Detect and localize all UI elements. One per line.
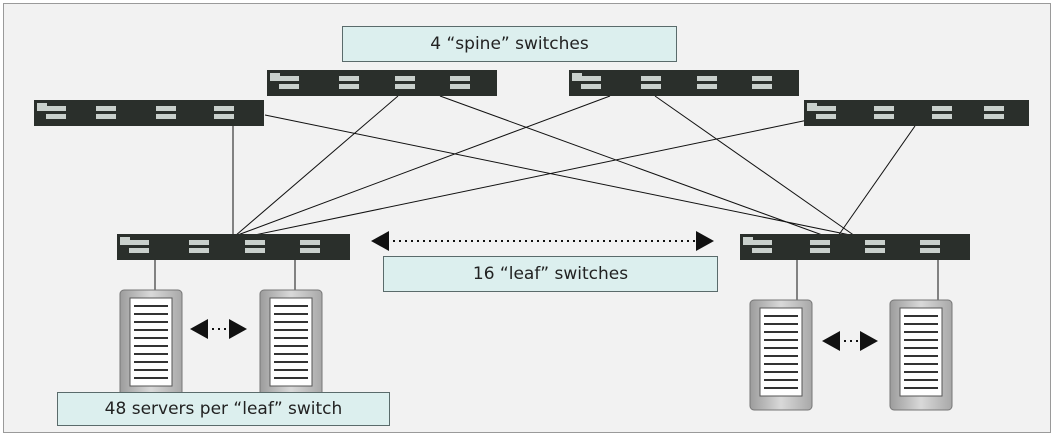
server-tower-icon bbox=[889, 299, 953, 411]
leaf-label: 16 “leaf” switches bbox=[383, 256, 718, 292]
link-s3-l2 bbox=[654, 95, 856, 237]
server-tower-icon bbox=[119, 289, 183, 401]
link-s2-l2 bbox=[439, 95, 826, 237]
server-4 bbox=[889, 299, 953, 411]
network-switch-icon bbox=[804, 100, 1029, 126]
network-switch-icon bbox=[267, 70, 497, 96]
leaf-switch-2 bbox=[740, 234, 970, 260]
server-tower-icon bbox=[259, 289, 323, 401]
leaf-server-links bbox=[154, 258, 939, 300]
servers-label: 48 servers per “leaf” switch bbox=[57, 392, 390, 426]
leaf-switch-1 bbox=[117, 234, 350, 260]
network-switch-icon bbox=[34, 100, 264, 126]
network-switch-icon bbox=[569, 70, 799, 96]
spine-switch-1 bbox=[34, 100, 264, 126]
spine-switch-3 bbox=[569, 70, 799, 96]
spine-label: 4 “spine” switches bbox=[342, 26, 677, 62]
link-s3-l1 bbox=[234, 95, 611, 237]
spine-switch-2 bbox=[267, 70, 497, 96]
server-tower-icon bbox=[749, 299, 813, 411]
network-switch-icon bbox=[740, 234, 970, 260]
link-s4-l2 bbox=[837, 125, 916, 237]
link-s2-l1 bbox=[234, 95, 399, 237]
spine-leaf-links bbox=[232, 95, 916, 237]
network-switch-icon bbox=[117, 234, 350, 260]
spine-switch-4 bbox=[804, 100, 1029, 126]
server-2 bbox=[259, 289, 323, 401]
server-3 bbox=[749, 299, 813, 411]
link-s4-l1 bbox=[249, 119, 809, 237]
server-1 bbox=[119, 289, 183, 401]
link-s1-l2 bbox=[264, 114, 856, 237]
